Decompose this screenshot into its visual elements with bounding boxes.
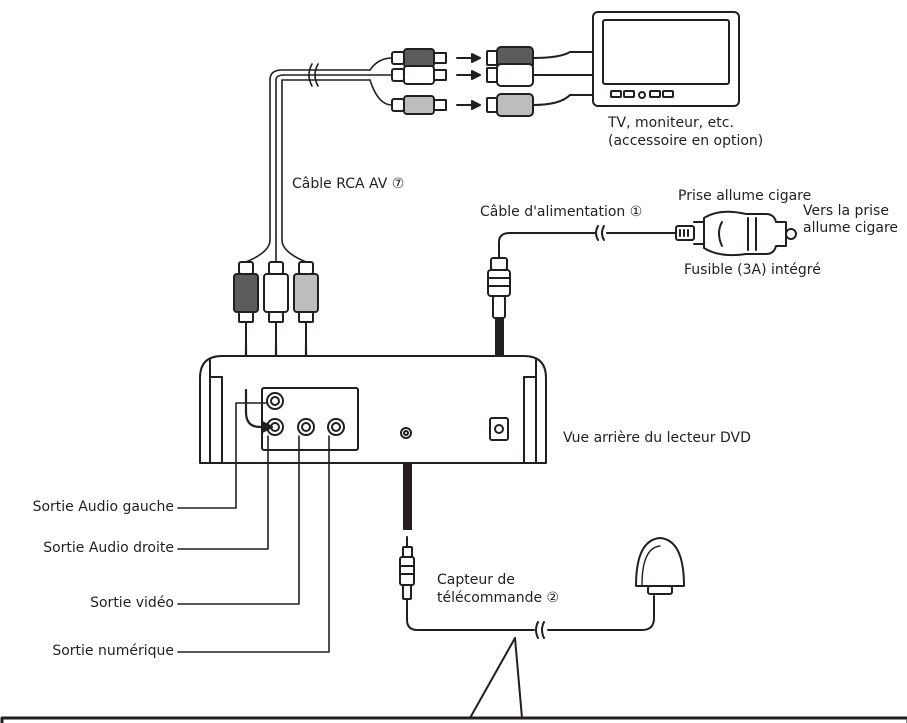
tv-monitor-icon: [592, 11, 740, 107]
rca-plug-audio-left: [233, 261, 259, 346]
remote-sensor-cable: [399, 536, 655, 719]
remote-sensor-label-line1: Capteur de: [437, 572, 515, 588]
tv-label-line1: TV, moniteur, etc.: [608, 115, 734, 131]
rca-plug-top-1: [391, 48, 447, 68]
rca-plug-audio-right: [263, 261, 289, 346]
video-out-label: Sortie vidéo: [90, 595, 174, 611]
leader-lines: [177, 402, 330, 653]
rca-cable: [245, 57, 393, 263]
rca-plug-top-2: [391, 65, 447, 85]
rca-plug-top-3: [391, 95, 447, 115]
dvd-player-rear-panel: [199, 355, 547, 464]
digital-out-label: Sortie numérique: [52, 643, 174, 659]
rca-jack-tv-2: [486, 63, 594, 87]
to-socket-label-line2: allume cigare: [803, 220, 899, 236]
audio-left-label: Sortie Audio gauche: [32, 499, 174, 515]
rca-plug-video: [293, 261, 319, 346]
tv-label-line2: (accessoire en option): [608, 133, 764, 149]
note-box: [0, 716, 907, 723]
rear-view-label: Vue arrière du lecteur DVD: [563, 430, 751, 446]
fuse-label: Fusible (3A) intégré: [684, 262, 821, 278]
cigar-lighter-plug-icon: [675, 210, 797, 257]
cigar-plug-label: Prise allume cigare: [678, 188, 812, 204]
remote-sensor-head-icon: [635, 537, 685, 595]
arrow-audio-right: [244, 388, 274, 434]
audio-right-label: Sortie Audio droite: [43, 540, 174, 556]
power-cable-label: Câble d'alimentation ①: [480, 204, 643, 220]
connect-arrows: [456, 53, 481, 110]
to-socket-label-line1: Vers la prise: [803, 203, 889, 219]
rca-jack-tv-3: [486, 93, 594, 117]
power-cable: [487, 225, 677, 319]
rca-cable-label: Câble RCA AV ⑦: [292, 176, 405, 192]
remote-sensor-label-line2: télécommande ②: [437, 590, 560, 606]
